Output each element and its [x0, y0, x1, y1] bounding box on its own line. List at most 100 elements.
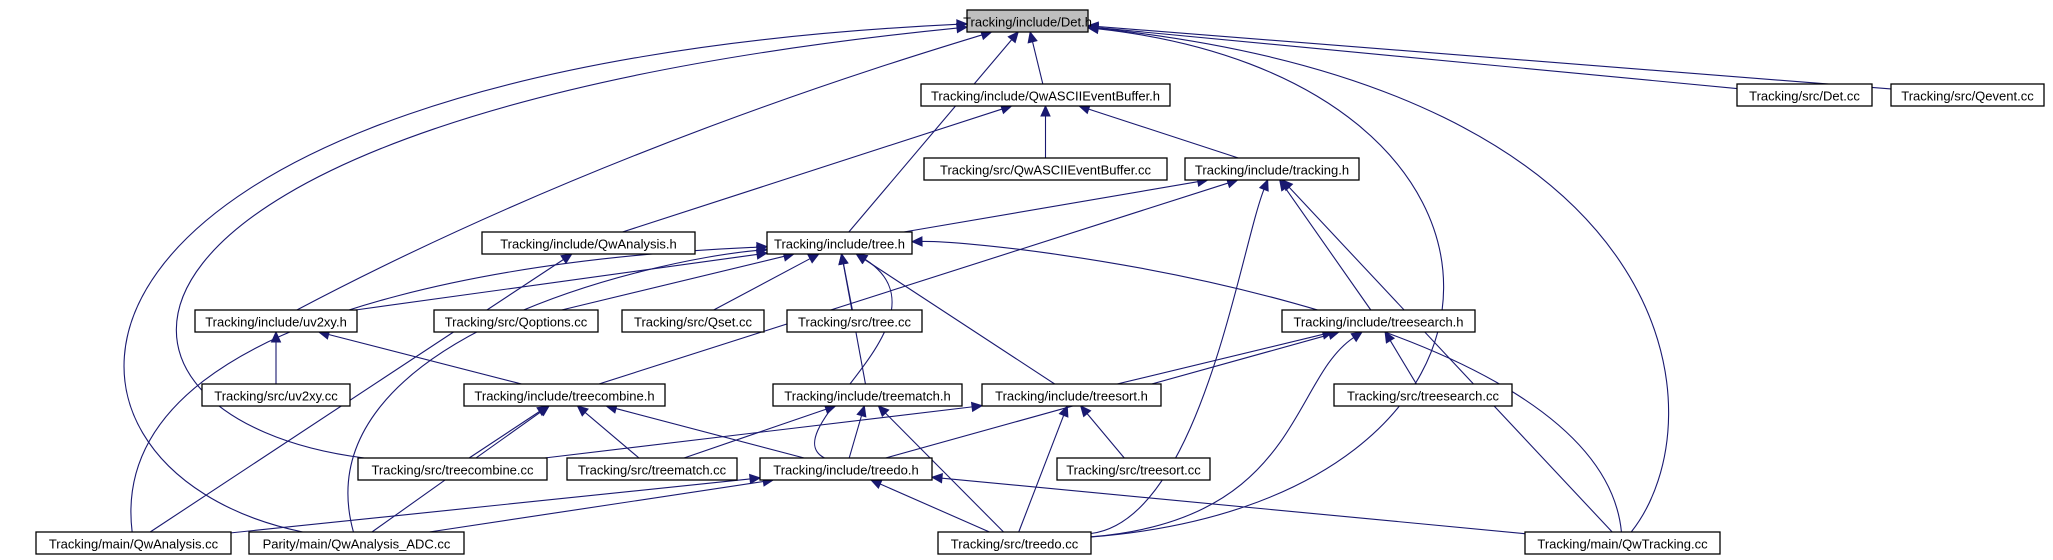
node-qwascii-cc[interactable]: Tracking/src/QwASCIIEventBuffer.cc: [923, 157, 1168, 181]
node-layer: Tracking/include/Det.hTracking/include/Q…: [35, 9, 2045, 555]
node-label: Parity/main/QwAnalysis_ADC.cc: [263, 537, 451, 552]
edge-treedo_cc-to-tracking_h: [1090, 178, 1269, 535]
node-box: [248, 531, 465, 555]
node-tree-h[interactable]: Tracking/include/tree.h: [766, 231, 913, 255]
arrowhead-icon: [749, 473, 762, 485]
edge-main_qwanalysis_cc-to-treedo_h: [230, 473, 762, 534]
edge-tree_h-to-det_h: [848, 31, 1019, 233]
node-treedo-h[interactable]: Tracking/include/treedo.h: [759, 457, 933, 481]
node-label: Tracking/include/treecombine.h: [474, 389, 654, 404]
node-qevent-cc[interactable]: Tracking/src/Qevent.cc: [1890, 83, 2045, 107]
node-treesearch-cc[interactable]: Tracking/src/treesearch.cc: [1333, 383, 1513, 407]
edge-line: [1018, 415, 1065, 533]
arrowhead-icon: [1027, 30, 1038, 44]
edge-line: [814, 258, 893, 459]
node-treecombine-cc[interactable]: Tracking/src/treecombine.cc: [357, 457, 548, 481]
edge-uv2xy_h-to-tree_h: [355, 249, 769, 311]
edge-uv2xy_h-to-det_h: [296, 30, 993, 311]
edge-line: [355, 253, 758, 311]
arrowhead-icon: [1350, 331, 1364, 343]
edge-line: [230, 478, 751, 534]
edge-treedo_cc-to-treematch_h: [877, 405, 1004, 533]
node-label: Tracking/src/treematch.cc: [578, 463, 727, 478]
node-tracking-h[interactable]: Tracking/include/tracking.h: [1184, 157, 1360, 181]
node-qwtracking-cc[interactable]: Tracking/main/QwTracking.cc: [1524, 531, 1721, 555]
edge-line: [921, 240, 1622, 533]
node-treematch-cc[interactable]: Tracking/src/treematch.cc: [566, 457, 738, 481]
node-label: Tracking/include/tracking.h: [1195, 163, 1349, 178]
edge-treedo_h-to-treecombine_h: [605, 403, 805, 459]
edge-line: [1284, 187, 1372, 311]
node-box: [463, 383, 666, 407]
node-box: [194, 309, 358, 333]
node-box: [357, 457, 548, 481]
node-label: Tracking/include/treedo.h: [773, 463, 919, 478]
node-treecombine-h[interactable]: Tracking/include/treecombine.h: [463, 383, 666, 407]
node-qwascii-h[interactable]: Tracking/include/QwASCIIEventBuffer.h: [920, 83, 1171, 107]
node-box: [772, 383, 963, 407]
node-label: Tracking/src/Qevent.cc: [1901, 89, 2034, 104]
node-label: Tracking/src/Det.cc: [1749, 89, 1860, 104]
node-main-qwanalysis-cc[interactable]: Tracking/main/QwAnalysis.cc: [35, 531, 232, 555]
arrowhead-icon: [1007, 31, 1019, 44]
edge-qwtracking_cc-to-treedo_h: [930, 472, 1526, 535]
arrowhead-icon: [560, 253, 573, 265]
node-label: Tracking/src/treecombine.cc: [371, 463, 534, 478]
arrowhead-icon: [1058, 404, 1069, 418]
node-treesort-h[interactable]: Tracking/include/treesort.h: [981, 383, 1162, 407]
edge-line: [941, 477, 1526, 535]
edge-line: [864, 259, 1056, 385]
node-label: Tracking/src/treesearch.cc: [1347, 389, 1499, 404]
node-treesort-cc[interactable]: Tracking/src/treesort.cc: [1056, 457, 1211, 481]
node-box: [981, 383, 1162, 407]
node-label: Tracking/src/treesort.cc: [1066, 463, 1201, 478]
edge-parity_adc_cc-to-det_h: [123, 19, 969, 533]
edge-line: [544, 406, 973, 459]
edge-line: [713, 258, 811, 311]
node-uv2xy-h[interactable]: Tracking/include/uv2xy.h: [194, 309, 358, 333]
arrowhead-icon: [576, 405, 589, 417]
node-label: Tracking/include/uv2xy.h: [205, 315, 347, 330]
edge-line: [903, 181, 1198, 233]
edge-treesort_cc-to-treesort_h: [1079, 405, 1125, 459]
edge-line: [1090, 189, 1265, 535]
edge-qwtracking_cc-to-det_h: [1086, 23, 1670, 533]
node-label: Tracking/include/QwASCIIEventBuffer.h: [931, 89, 1160, 104]
edge-line: [1088, 108, 1239, 159]
node-label: Tracking/src/tree.cc: [798, 315, 911, 330]
edge-treedo_cc-to-treesearch_h: [1090, 331, 1364, 538]
node-qset-cc[interactable]: Tracking/src/Qset.cc: [621, 309, 765, 333]
edge-line: [885, 412, 1004, 533]
node-box: [1333, 383, 1513, 407]
node-label: Tracking/main/QwTracking.cc: [1537, 537, 1708, 552]
node-qwanalysis-h[interactable]: Tracking/include/QwAnalysis.h: [481, 231, 696, 255]
node-tree-cc[interactable]: Tracking/src/tree.cc: [786, 309, 923, 333]
node-box: [1281, 309, 1476, 333]
edge-treesort_h-to-treesearch_h: [1117, 329, 1335, 385]
node-box: [621, 309, 765, 333]
edge-line: [1117, 333, 1324, 385]
node-qoptions-cc[interactable]: Tracking/src/Qoptions.cc: [433, 309, 599, 333]
edge-line: [598, 182, 1229, 385]
edge-line: [130, 246, 758, 533]
arrowhead-icon: [537, 405, 551, 417]
node-parity-adc-cc[interactable]: Parity/main/QwAnalysis_ADC.cc: [248, 531, 465, 555]
arrowhead-icon: [1079, 405, 1092, 418]
edge-qset_cc-to-tree_h: [713, 253, 820, 311]
node-box: [966, 9, 1089, 33]
arrowhead-icon: [856, 404, 867, 418]
node-treematch-h[interactable]: Tracking/include/treematch.h: [772, 383, 963, 407]
edge-qoptions_cc-to-tree_h: [561, 251, 796, 311]
node-uv2xy-cc[interactable]: Tracking/src/uv2xy.cc: [201, 383, 351, 407]
node-treedo-cc[interactable]: Tracking/src/treedo.cc: [937, 531, 1092, 555]
edge-treedo_cc-to-treedo_h: [869, 479, 990, 533]
edge-treematch_cc-to-treematch_h: [683, 404, 837, 459]
edge-parity_adc_cc-to-treedo_h: [429, 476, 775, 533]
node-box: [920, 83, 1171, 107]
arrowhead-icon: [855, 253, 869, 265]
node-label: Tracking/include/tree.h: [774, 237, 905, 252]
node-treesearch-h[interactable]: Tracking/include/treesearch.h: [1281, 309, 1476, 333]
arrowhead-icon: [1384, 330, 1396, 344]
node-box: [766, 231, 913, 255]
node-det-cc[interactable]: Tracking/src/Det.cc: [1736, 83, 1873, 107]
